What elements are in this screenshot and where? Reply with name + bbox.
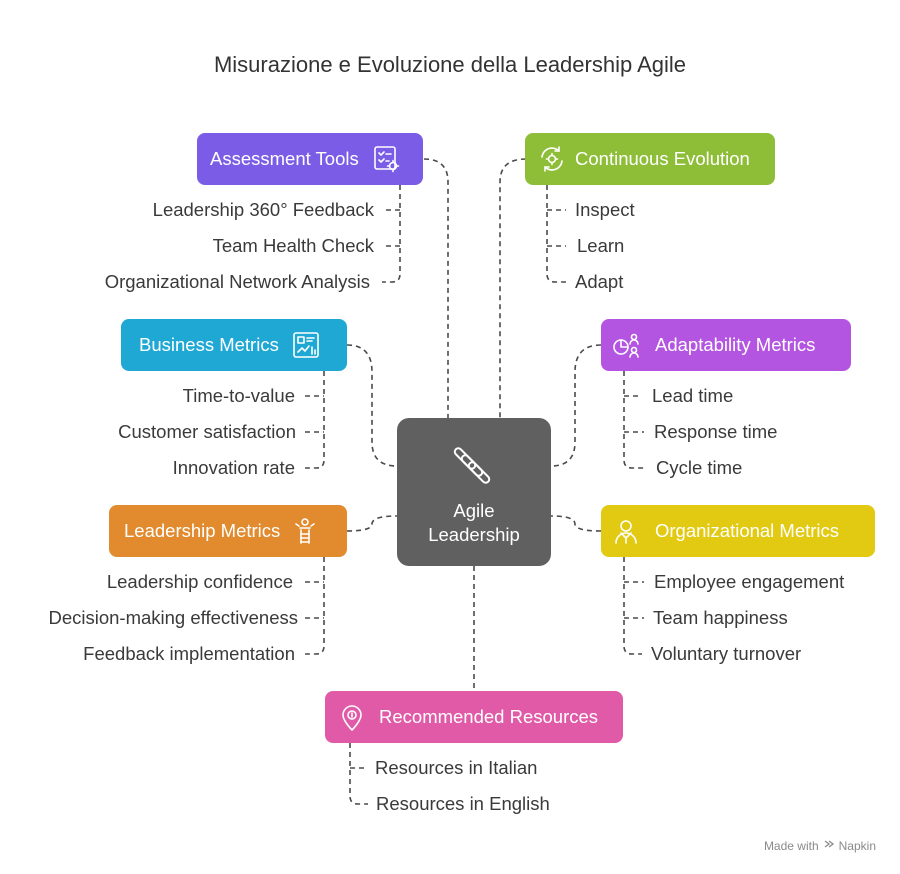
business-metrics-node[interactable]: Business Metrics [121, 319, 347, 371]
organizational-item-2: Team happiness [653, 607, 788, 628]
diagram-title: Misurazione e Evoluzione della Leadershi… [213, 52, 687, 77]
node-label: Adaptability Metrics [655, 334, 816, 355]
napkin-logo-icon [823, 838, 835, 853]
location-pin-icon [337, 702, 367, 732]
resources-item-1: Resources in Italian [375, 757, 538, 778]
connector-adaptability [550, 344, 602, 467]
connector-business [346, 344, 398, 467]
business-item-3: Innovation rate [172, 457, 295, 478]
recommended-resources-node[interactable]: Recommended Resources [325, 691, 623, 743]
leadership-item-1: Leadership confidence [106, 571, 293, 592]
footer-text: Made with [763, 838, 819, 853]
node-label: Assessment Tools [210, 148, 359, 169]
connector-organizational [550, 515, 602, 532]
adaptability-metrics-node[interactable]: Adaptability Metrics [601, 319, 851, 371]
pie-people-icon [611, 330, 641, 360]
connector-evolution [499, 158, 527, 418]
evolution-item-1: Inspect [575, 199, 635, 220]
leadership-item-3: Feedback implementation [83, 643, 295, 664]
adaptability-item-1: Lead time [652, 385, 734, 406]
footer-brand: Napkin [838, 838, 876, 853]
adaptability-item-3: Cycle time [656, 457, 743, 478]
node-label: Recommended Resources [379, 706, 599, 727]
connector-assessment [423, 158, 449, 418]
center-label: Agile Leadership [428, 500, 520, 545]
assessment-item-3: Organizational Network Analysis [104, 271, 370, 292]
continuous-evolution-node[interactable]: Continuous Evolution [525, 133, 775, 185]
leadership-metrics-node[interactable]: Leadership Metrics [109, 505, 347, 557]
assessment-item-1: Leadership 360° Feedback [152, 199, 374, 220]
business-item-2: Customer satisfaction [118, 421, 296, 442]
cycle-gear-icon [537, 144, 567, 174]
assessment-checklist-icon [371, 144, 401, 174]
node-label: Organizational Metrics [655, 520, 840, 541]
node-label: Leadership Metrics [124, 520, 281, 541]
made-with-footer: Made with Napkin [764, 838, 876, 853]
agile-leadership-center-node[interactable]: Agile Leadership [397, 418, 551, 566]
person-badge-icon [611, 516, 641, 546]
leadership-item-2: Decision-making effectiveness [48, 607, 298, 628]
node-label: Continuous Evolution [575, 148, 750, 169]
assessment-tools-node[interactable]: Assessment Tools [197, 133, 423, 185]
evolution-item-2: Learn [577, 235, 625, 256]
organizational-metrics-node[interactable]: Organizational Metrics [601, 505, 875, 557]
resources-item-2: Resources in English [376, 793, 550, 814]
evolution-item-3: Adapt [575, 271, 624, 292]
organizational-item-1: Employee engagement [654, 571, 845, 592]
person-ladder-icon [290, 516, 320, 546]
agile-slashes-icon [448, 441, 500, 493]
assessment-item-2: Team Health Check [212, 235, 374, 256]
business-item-1: Time-to-value [182, 385, 295, 406]
dashboard-chart-icon [291, 330, 321, 360]
organizational-item-3: Voluntary turnover [651, 643, 802, 664]
node-label: Business Metrics [139, 334, 279, 355]
connector-leadership [346, 515, 398, 532]
adaptability-item-2: Response time [654, 421, 778, 442]
